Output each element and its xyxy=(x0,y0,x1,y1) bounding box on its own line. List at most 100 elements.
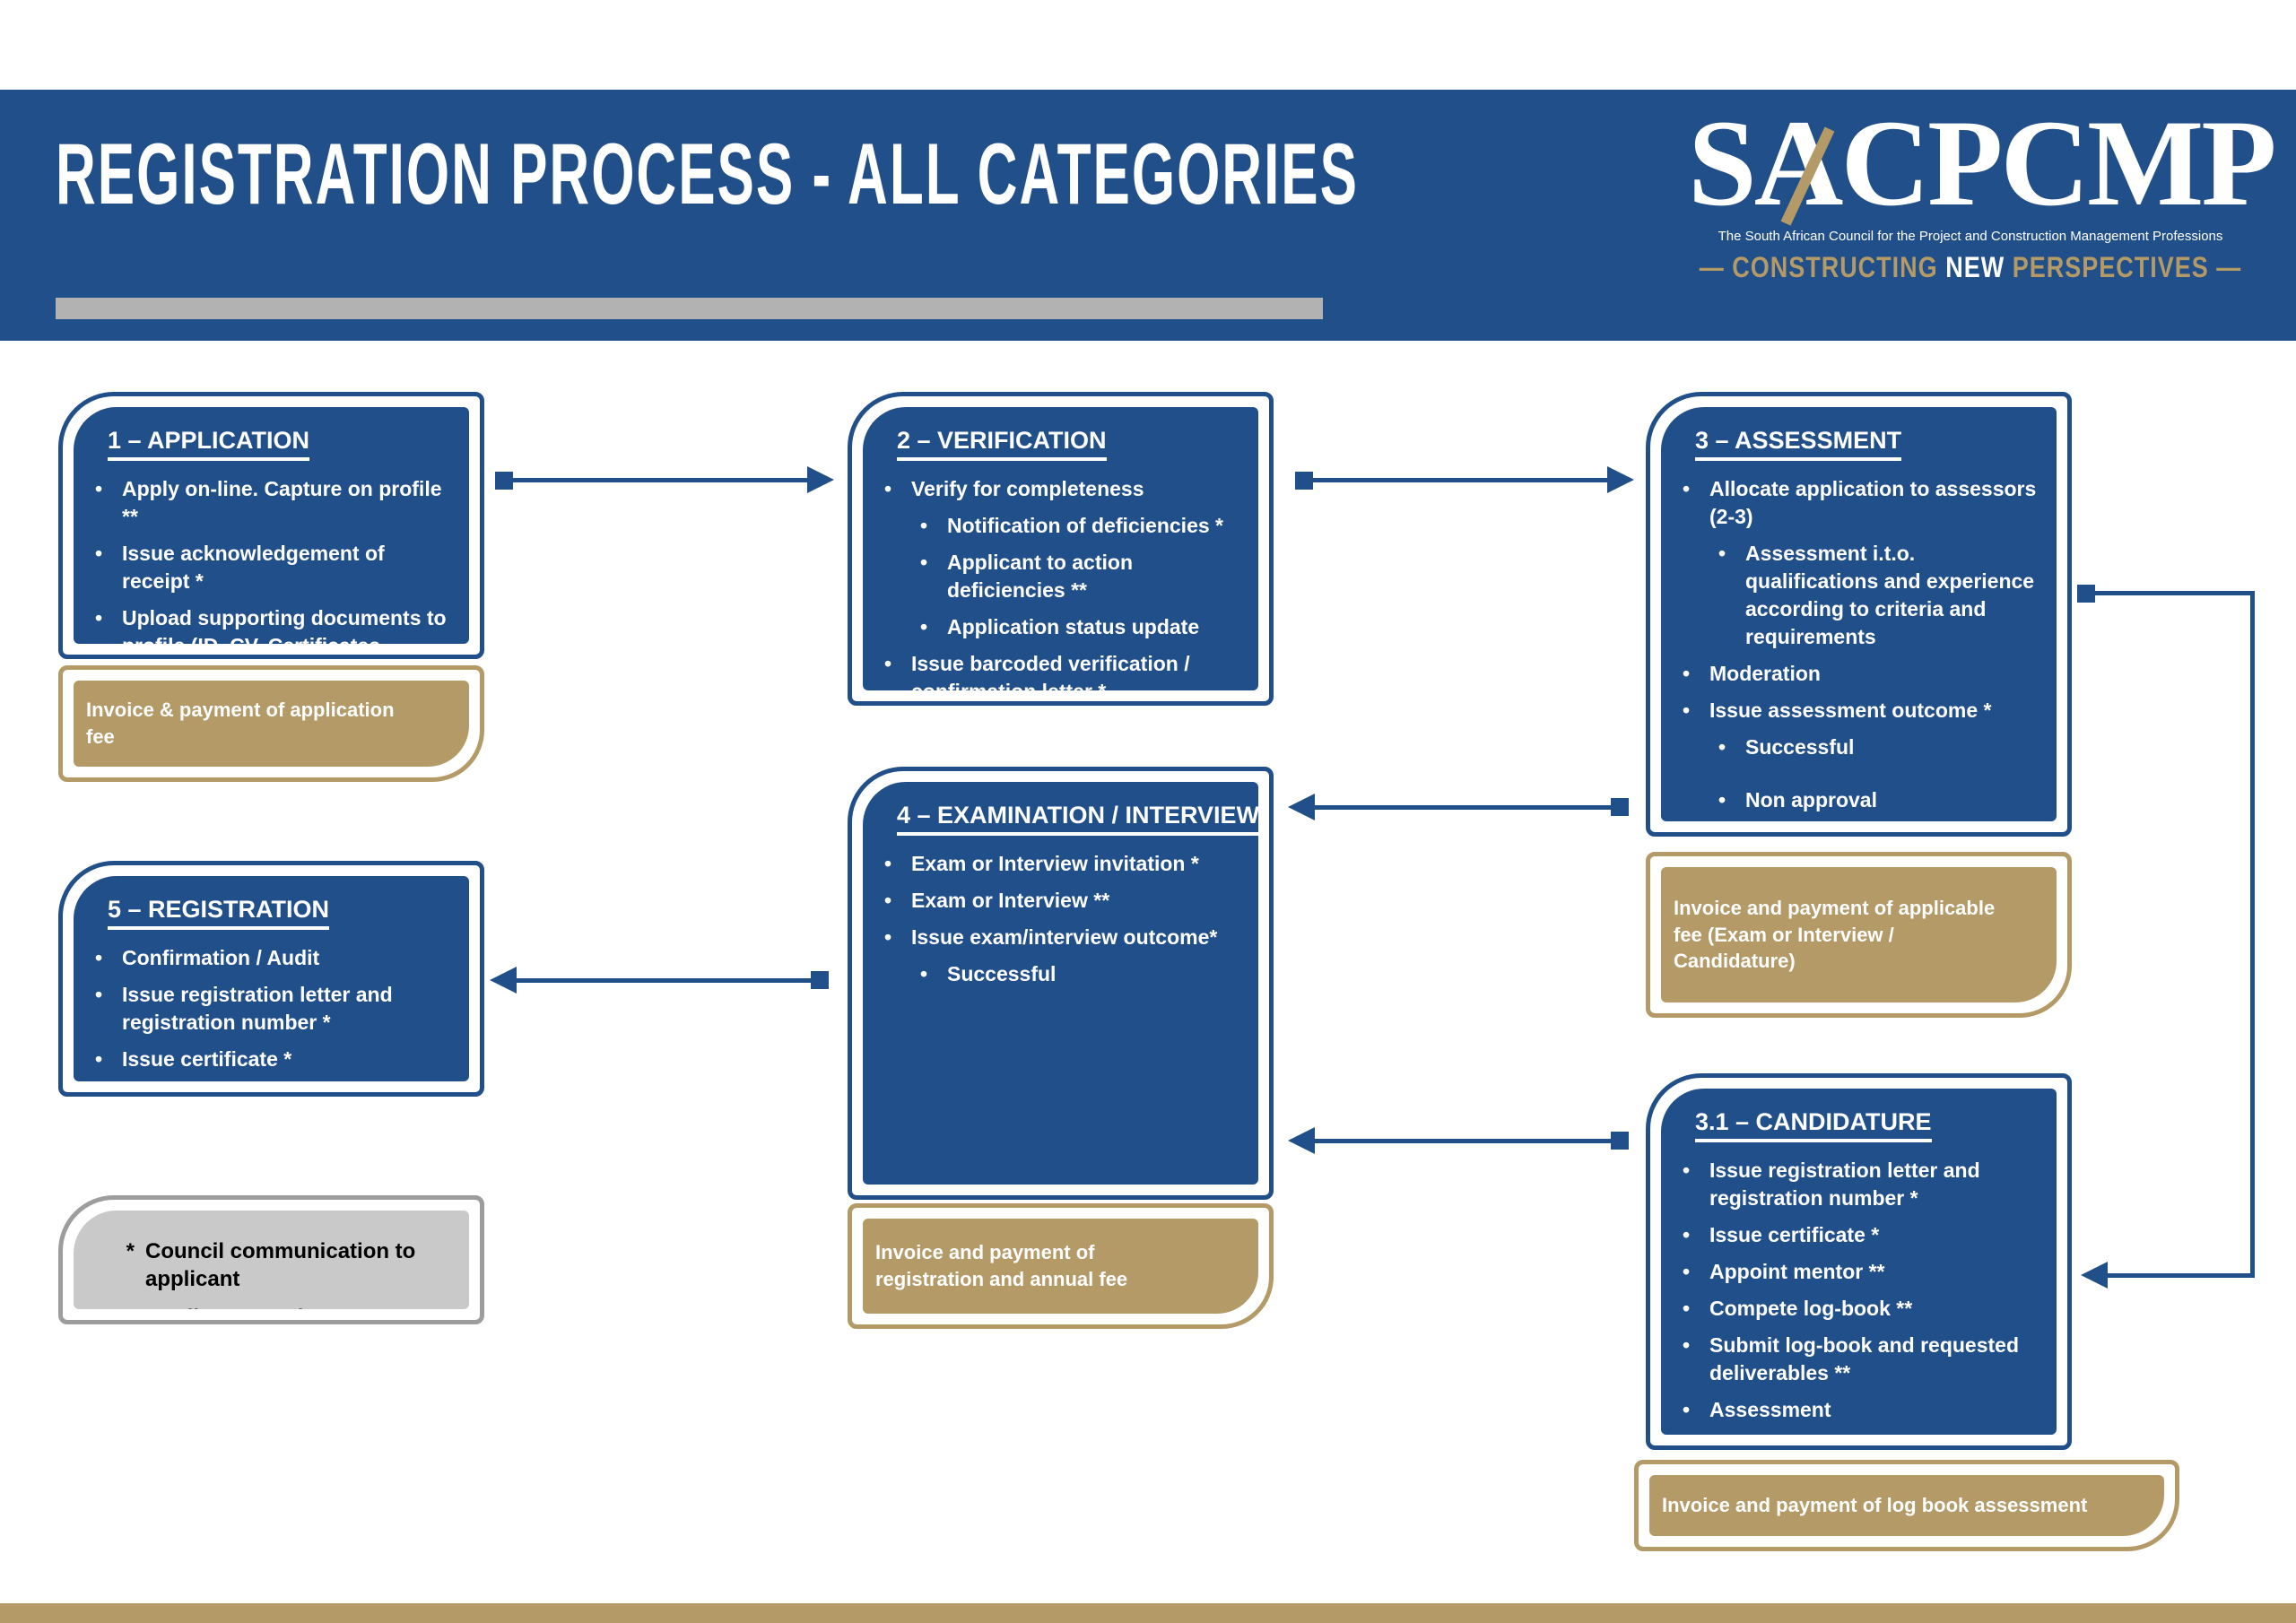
tagline-new: NEW xyxy=(1945,250,2005,283)
bullet-dot: • xyxy=(1683,1260,1691,1284)
bullet-dot: • xyxy=(920,514,928,538)
arrow-assessment-candidature-head xyxy=(2081,1262,2108,1289)
list-item: •Exam or Interview ** xyxy=(884,887,1246,915)
box-verification-body: 2 – VERIFICATION •Verify for completenes… xyxy=(863,407,1258,690)
list-item: •Issue certificate * xyxy=(1683,1221,2044,1249)
list-item: •Appoint mentor ** xyxy=(1683,1258,2044,1286)
bullet-dot: • xyxy=(1683,1297,1691,1321)
box-assessment-body: 3 – ASSESSMENT •Allocate application to … xyxy=(1661,407,2057,821)
bullet-dot: • xyxy=(1683,662,1691,686)
list-item: •Assessment xyxy=(1683,1396,2044,1424)
fee-box-application-body: Invoice & payment of application fee xyxy=(74,681,469,767)
list-item: •Verify for completeness xyxy=(884,475,1246,503)
list-item: •Successful xyxy=(1718,733,2044,761)
box-examination-list: •Exam or Interview invitation * •Exam or… xyxy=(884,850,1246,988)
list-item: •Issue barcoded verification / confirmat… xyxy=(884,650,1246,690)
box-registration-title: 5 – REGISTRATION xyxy=(108,896,330,930)
bullet-dot: • xyxy=(95,606,103,630)
list-item: •Issue registration letter and registrat… xyxy=(95,981,457,1037)
list-item: •Application status update xyxy=(920,613,1246,641)
arrow-verification-assessment-node xyxy=(1295,472,1313,490)
list-item: •Applicant to action deficiencies ** xyxy=(920,549,1246,604)
bullet-dot: • xyxy=(1683,699,1691,723)
box-verification-list: •Verify for completeness •Notification o… xyxy=(884,475,1246,690)
tagline-perspectives: PERSPECTIVES — xyxy=(2012,250,2242,283)
header-band: REGISTRATION PROCESS - ALL CATEGORIES SA… xyxy=(0,90,2296,341)
legend-text: Council communication to applicant xyxy=(145,1239,416,1292)
fee-box-logbook: Invoice and payment of log book assessme… xyxy=(1634,1460,2179,1551)
bullet-dot: • xyxy=(884,889,892,913)
bullet-dot: • xyxy=(884,925,892,950)
list-item: •Upload supporting documents to profile … xyxy=(95,604,457,644)
title-underline-rule xyxy=(56,298,1323,319)
arrow-candidature-examination-node xyxy=(1611,1132,1629,1150)
box-examination-title: 4 – EXAMINATION / INTERVIEW xyxy=(897,802,1258,836)
bullet-dot: • xyxy=(95,1047,103,1072)
arrow-assessment-examination-line xyxy=(1315,805,1616,810)
arrow-candidature-examination-line xyxy=(1315,1139,1616,1143)
box-verification: 2 – VERIFICATION •Verify for completenes… xyxy=(848,392,1274,706)
bullet-dot: • xyxy=(1718,788,1726,812)
list-item: •Assessment i.t.o. qualifications and ex… xyxy=(1718,540,2044,651)
fee-box-logbook-body: Invoice and payment of log book assessme… xyxy=(1649,1475,2164,1536)
list-item: •Non approval xyxy=(1718,786,2044,814)
list-item: •Apply on-line. Capture on profile ** xyxy=(95,475,457,531)
fee-logbook-text: Invoice and payment of log book assessme… xyxy=(1662,1494,2088,1517)
arrow-application-verification-line xyxy=(511,478,809,482)
arrow-assessment-candidature-top-line xyxy=(2093,591,2255,595)
bullet-dot: • xyxy=(920,551,928,575)
bullet-dot: • xyxy=(95,477,103,500)
legend-marker: ** xyxy=(95,1304,135,1309)
logo-wordmark: SACPCMP xyxy=(1688,94,2277,231)
box-registration-list: •Confirmation / Audit •Issue registratio… xyxy=(95,944,457,1073)
sacpcmp-logo: SACPCMP The South African Council for th… xyxy=(1688,94,2277,283)
arrow-examination-registration-head xyxy=(490,967,517,994)
fee-applicable-text: Invoice and payment of applicable fee (E… xyxy=(1674,896,1996,973)
bullet-dot: • xyxy=(1683,1223,1691,1247)
arrow-assessment-candidature-vertical-line xyxy=(2250,591,2255,1278)
bullet-dot: • xyxy=(95,983,103,1007)
bullet-dot: • xyxy=(920,962,928,986)
list-item: •Issue assessment outcome * xyxy=(1683,697,2044,725)
fee-box-application: Invoice & payment of application fee xyxy=(58,665,484,782)
arrow-assessment-candidature-bottom-line xyxy=(2108,1273,2255,1278)
bullet-dot: • xyxy=(884,477,892,500)
arrow-assessment-examination-head xyxy=(1288,794,1315,820)
legend-row: * Council communication to applicant xyxy=(95,1237,457,1293)
footer-gold-bar xyxy=(0,1603,2296,1623)
bullet-dot: • xyxy=(1683,1398,1691,1422)
fee-box-registration-body: Invoice and payment of registration and … xyxy=(863,1219,1258,1314)
box-candidature-body: 3.1 – CANDIDATURE •Issue registration le… xyxy=(1661,1089,2057,1435)
box-application-list: •Apply on-line. Capture on profile ** •I… xyxy=(95,475,457,644)
box-examination: 4 – EXAMINATION / INTERVIEW •Exam or Int… xyxy=(848,767,1274,1200)
arrow-assessment-examination-node xyxy=(1611,798,1629,816)
arrow-application-verification-head xyxy=(807,466,834,493)
bullet-dot: • xyxy=(1718,735,1726,759)
logo-subtitle: The South African Council for the Projec… xyxy=(1718,228,2223,244)
list-item: •Issue registration letter and registrat… xyxy=(1683,1157,2044,1212)
fee-box-applicable: Invoice and payment of applicable fee (E… xyxy=(1646,852,2072,1018)
list-item: •Issue exam/interview outcome* xyxy=(884,924,1246,951)
list-item: •Successful xyxy=(920,960,1246,988)
bullet-dot: • xyxy=(920,615,928,639)
box-assessment: 3 – ASSESSMENT •Allocate application to … xyxy=(1646,392,2072,837)
bullet-dot: • xyxy=(95,946,103,969)
box-verification-title: 2 – VERIFICATION xyxy=(897,427,1107,461)
fee-registration-text: Invoice and payment of registration and … xyxy=(875,1241,1128,1290)
bullet-dot: • xyxy=(95,542,103,566)
box-candidature: 3.1 – CANDIDATURE •Issue registration le… xyxy=(1646,1073,2072,1450)
fee-application-text: Invoice & payment of application fee xyxy=(86,699,395,748)
tagline-constructing: — CONSTRUCTING xyxy=(1699,250,1938,283)
box-application-title: 1 – APPLICATION xyxy=(108,427,310,461)
box-candidature-list: •Issue registration letter and registrat… xyxy=(1683,1157,2044,1424)
arrow-verification-assessment-head xyxy=(1607,466,1634,493)
box-registration-body: 5 – REGISTRATION •Confirmation / Audit •… xyxy=(74,876,469,1081)
box-candidature-title: 3.1 – CANDIDATURE xyxy=(1695,1108,1932,1142)
arrow-verification-assessment-line xyxy=(1311,478,1609,482)
logo-tagline: — CONSTRUCTING NEW PERSPECTIVES — xyxy=(1688,251,2253,284)
box-examination-body: 4 – EXAMINATION / INTERVIEW •Exam or Int… xyxy=(863,782,1258,1185)
box-assessment-list: •Allocate application to assessors (2-3)… xyxy=(1683,475,2044,814)
list-item: •Notification of deficiencies * xyxy=(920,512,1246,540)
legend-row: ** Applicant's action xyxy=(95,1304,457,1309)
